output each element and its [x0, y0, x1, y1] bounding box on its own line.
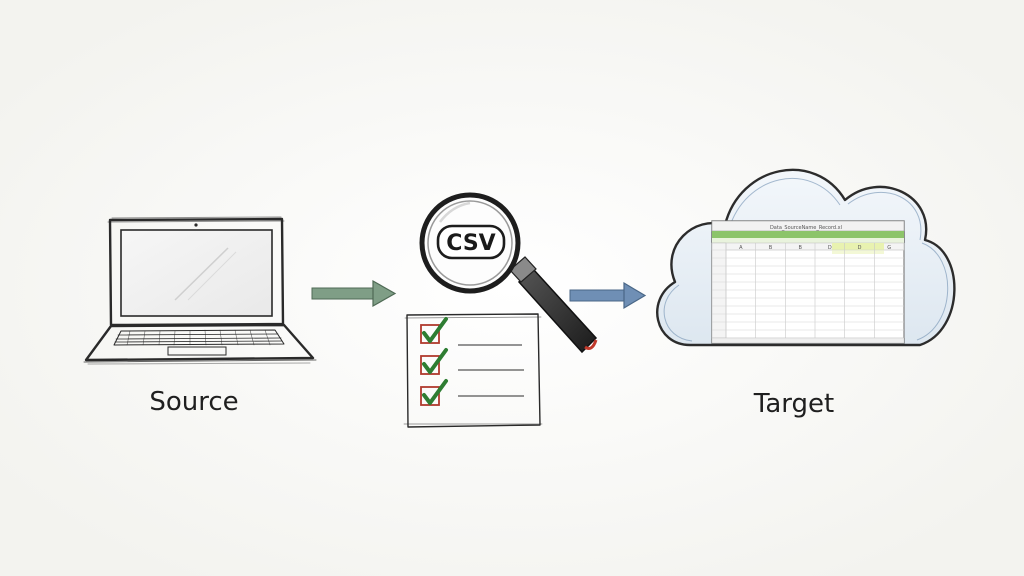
checklist-icon	[403, 313, 543, 428]
target-label: Target	[753, 389, 834, 419]
csv-badge: CSV	[446, 231, 495, 256]
source-label: Source	[149, 387, 238, 417]
sheet-column-header: D	[828, 245, 832, 251]
arrow-right-icon	[569, 281, 647, 310]
laptop-icon	[83, 216, 317, 365]
sheet-column-header: A	[739, 245, 743, 251]
checklist-item	[420, 348, 524, 375]
magnifying-glass-icon	[419, 192, 598, 354]
checklist-item	[420, 317, 522, 346]
sheet-column-header: B	[798, 245, 802, 251]
sheet-title: Data_SourceName_Record.xl	[770, 225, 842, 231]
sheet-column-header: B	[769, 245, 773, 251]
checklist-item	[420, 379, 524, 406]
sheet-column-header: D	[858, 245, 862, 251]
sheet-column-header: G	[887, 245, 891, 251]
arrow-right-icon	[311, 279, 397, 308]
spreadsheet-icon	[711, 220, 905, 344]
